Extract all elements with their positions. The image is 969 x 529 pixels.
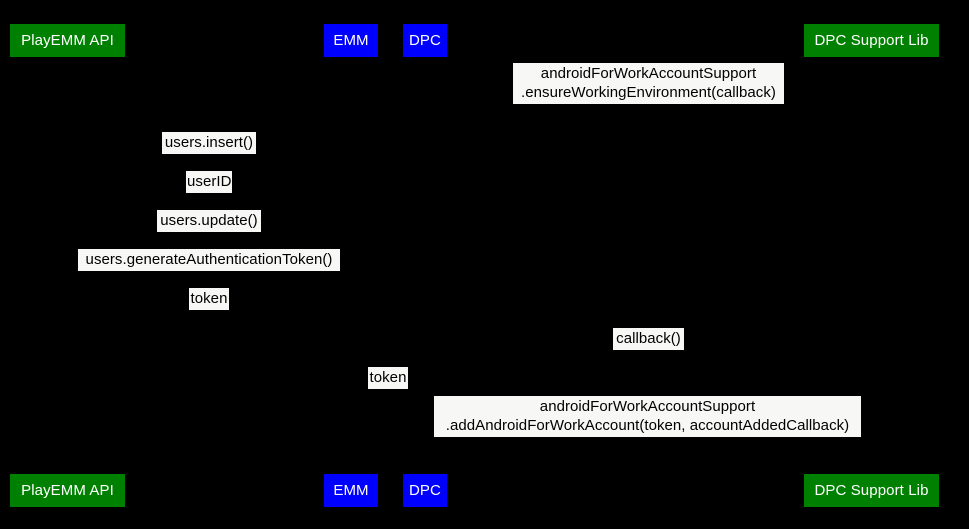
participant-label: EMM xyxy=(333,482,369,499)
participant-label: DPC xyxy=(409,482,441,499)
participant-bottom-emm[interactable]: EMM xyxy=(324,474,378,507)
participant-label: DPC Support Lib xyxy=(814,32,929,49)
participant-bottom-playemm-api[interactable]: PlayEMM API xyxy=(10,474,125,507)
participant-label: PlayEMM API xyxy=(21,482,114,499)
participant-label: DPC Support Lib xyxy=(814,482,929,499)
message-token-upper: token xyxy=(189,288,229,310)
participant-top-emm[interactable]: EMM xyxy=(324,24,378,57)
message-users-update: users.update() xyxy=(157,210,261,232)
participant-top-dpc-support-lib[interactable]: DPC Support Lib xyxy=(804,24,939,57)
participant-label: DPC xyxy=(409,32,441,49)
participant-top-dpc[interactable]: DPC xyxy=(403,24,447,57)
participant-bottom-dpc-support-lib[interactable]: DPC Support Lib xyxy=(804,474,939,507)
participant-top-playemm-api[interactable]: PlayEMM API xyxy=(10,24,125,57)
message-users-generate-authentication-token: users.generateAuthenticationToken() xyxy=(78,249,340,271)
participant-label: EMM xyxy=(333,32,369,49)
message-callback: callback() xyxy=(613,328,684,350)
message-token-lower: token xyxy=(368,367,408,389)
message-ensure-working-environment: androidForWorkAccountSupport .ensureWork… xyxy=(513,63,784,104)
message-users-insert: users.insert() xyxy=(162,132,256,154)
participant-label: PlayEMM API xyxy=(21,32,114,49)
message-user-id: userID xyxy=(186,171,232,193)
message-add-android-for-work-account: androidForWorkAccountSupport .addAndroid… xyxy=(434,396,861,437)
participant-bottom-dpc[interactable]: DPC xyxy=(403,474,447,507)
